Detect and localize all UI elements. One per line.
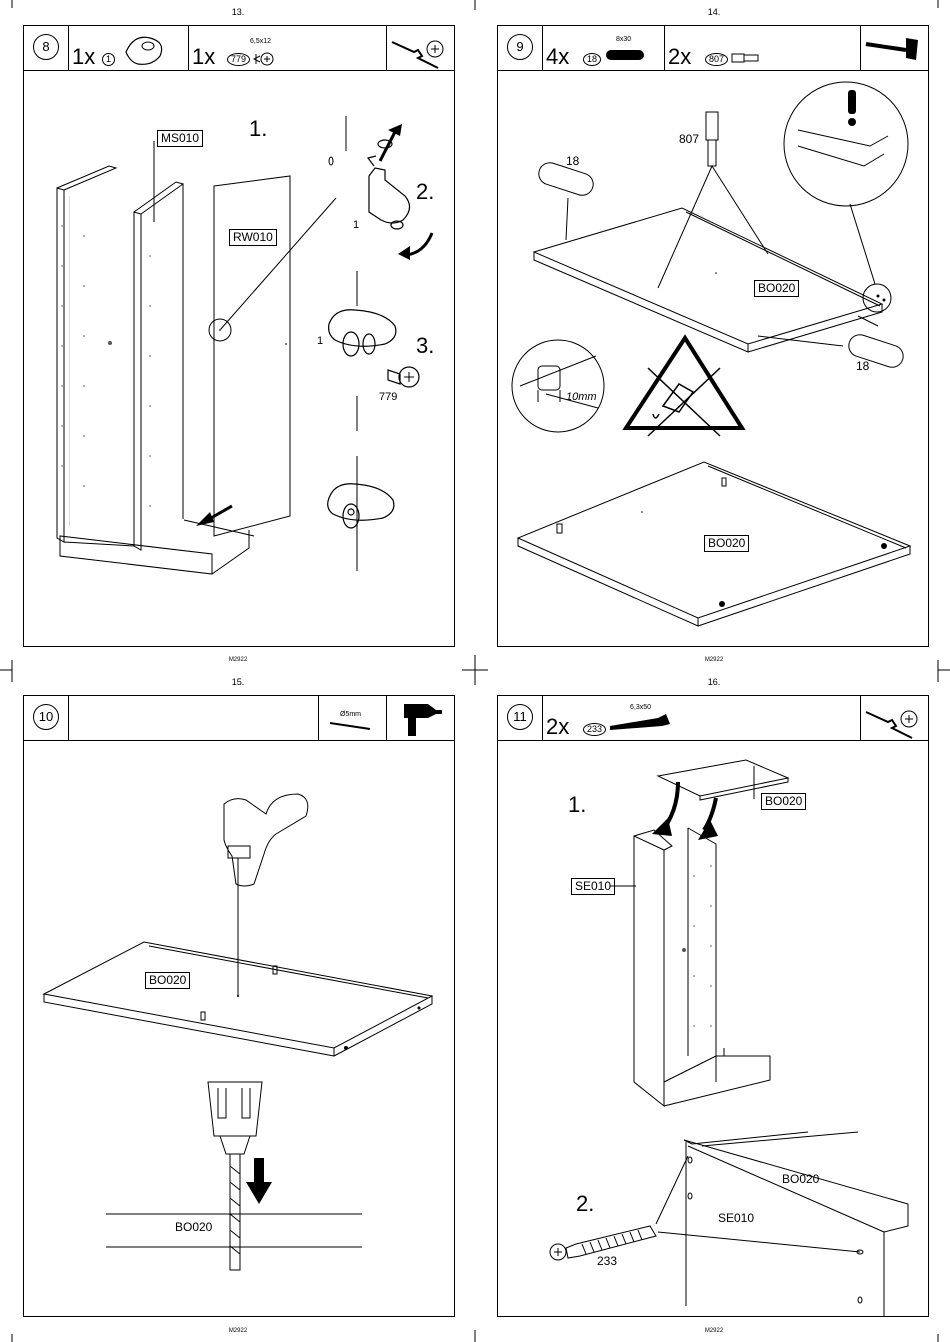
cabinet-drawing	[24, 26, 454, 646]
step-9-panel: 9 4x 18 8x30 2x 807 807 18 18 BO020 BO02…	[497, 25, 929, 647]
drill-drawing	[24, 696, 454, 1316]
shelf-drawing	[498, 26, 928, 646]
step-8-panel: 8 1x 1 1x 779 6,5x12 1. 2. 3. MS010 RW01…	[23, 25, 455, 647]
assembly-drawing	[498, 696, 928, 1316]
step-11-panel: 11 2x 233 6,3x50 1. 2. BO020 SE010 BO020…	[497, 695, 929, 1317]
step-10-panel: 10 Ø5mm BO020 BO020	[23, 695, 455, 1317]
